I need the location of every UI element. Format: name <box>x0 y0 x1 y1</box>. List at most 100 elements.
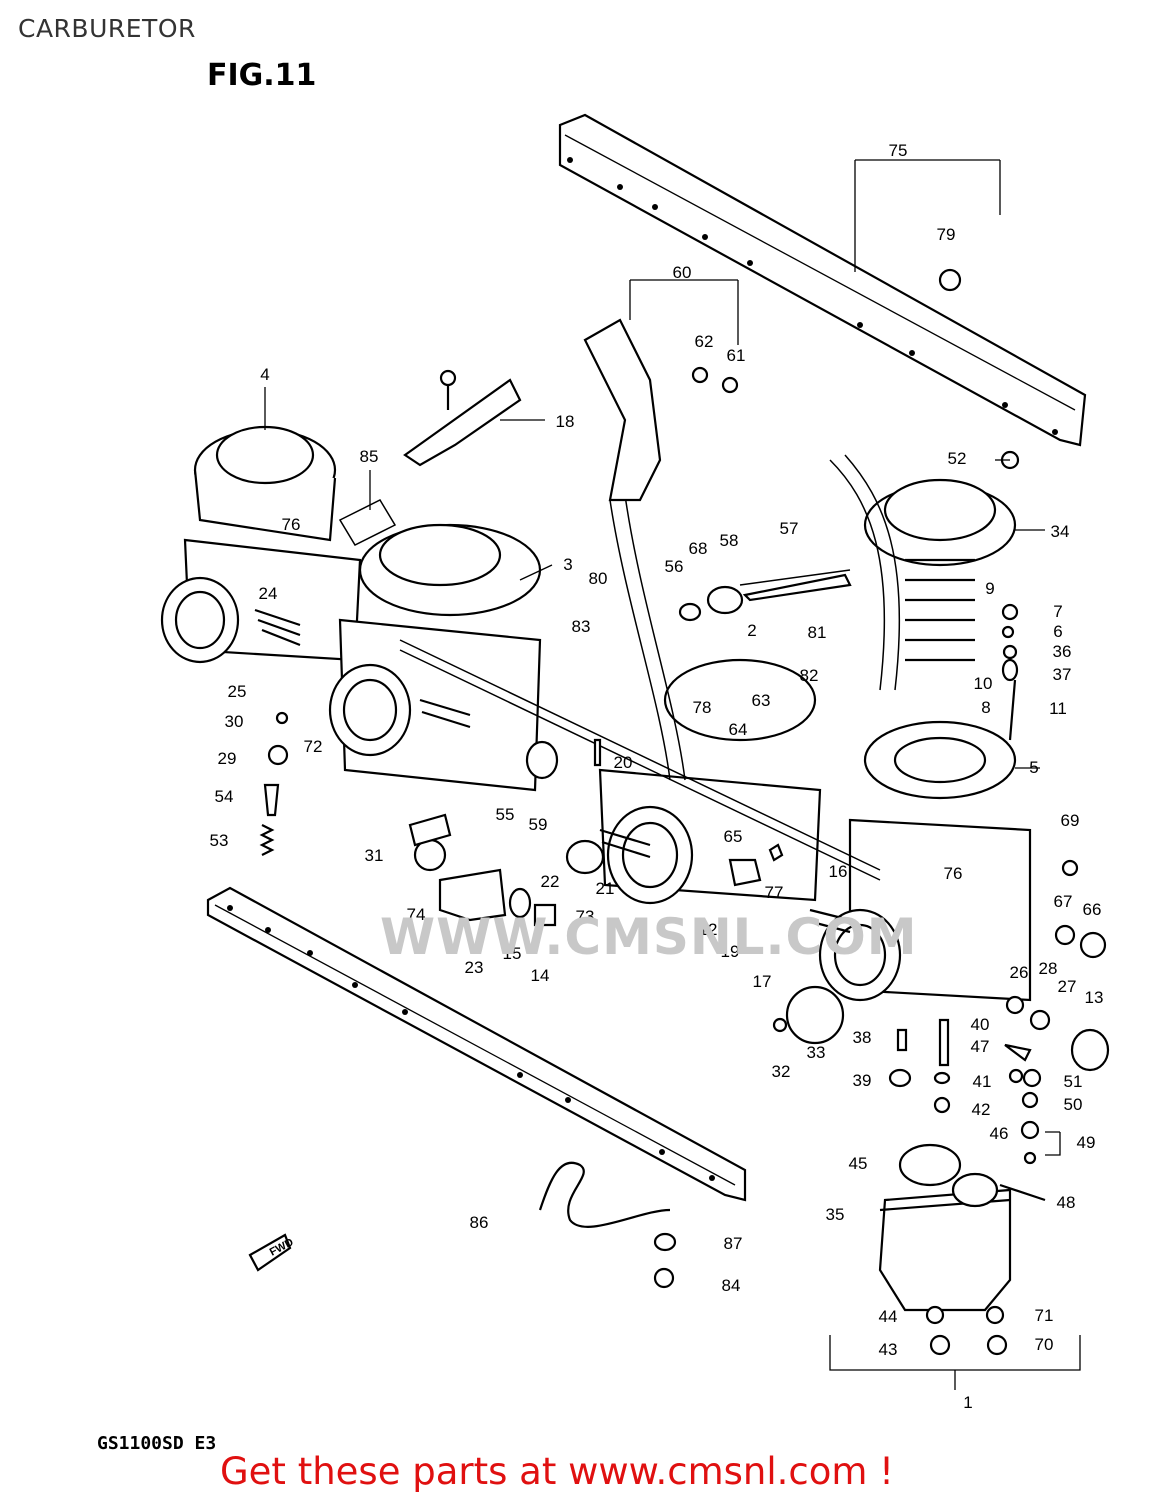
front-direction-label: FWD <box>268 1236 296 1258</box>
part-callout-55: 55 <box>496 805 515 824</box>
part-callout-2: 2 <box>747 621 756 640</box>
part-callout-52: 52 <box>948 449 967 468</box>
part-callout-63: 63 <box>752 691 771 710</box>
part-callout-59: 59 <box>529 815 548 834</box>
part-callout-76: 76 <box>282 515 301 534</box>
part-callout-25: 25 <box>228 682 247 701</box>
part-callout-40: 40 <box>971 1015 990 1034</box>
part-callout-61: 61 <box>727 346 746 365</box>
part-callout-22: 22 <box>541 872 560 891</box>
part-callout-15: 15 <box>503 944 522 963</box>
part-callout-34: 34 <box>1051 522 1070 541</box>
part-callout-69: 69 <box>1061 811 1080 830</box>
part-callout-27: 27 <box>1058 977 1077 996</box>
hoses <box>338 454 901 881</box>
part-callout-12: 12 <box>699 920 718 939</box>
part-callout-51: 51 <box>1064 1072 1083 1091</box>
part-callout-7: 7 <box>1053 602 1062 621</box>
part-callout-19: 19 <box>721 942 740 961</box>
figure-label: FIG.11 <box>207 58 317 93</box>
part-callout-81: 81 <box>808 623 827 642</box>
model-code: GS1100SD E3 <box>97 1433 217 1454</box>
part-callout-36: 36 <box>1053 642 1072 661</box>
part-callout-33: 33 <box>807 1043 826 1062</box>
part-callout-80: 80 <box>589 569 608 588</box>
part-callout-78: 78 <box>693 698 712 717</box>
part-callout-56: 56 <box>665 557 684 576</box>
part-callout-42: 42 <box>972 1100 991 1119</box>
callout-numbers: 1234567891011121314151617181920212223242… <box>210 141 1104 1412</box>
bottom-mounting-plate <box>206 886 747 1202</box>
part-callout-45: 45 <box>849 1154 868 1173</box>
screw-and-washer-parts <box>248 268 1110 1356</box>
part-callout-13: 13 <box>1085 988 1104 1007</box>
part-callout-35: 35 <box>826 1205 845 1224</box>
part-callout-46: 46 <box>990 1124 1009 1143</box>
float-chamber <box>878 1143 1012 1312</box>
part-callout-64: 64 <box>729 720 748 739</box>
part-callout-70: 70 <box>1035 1335 1054 1354</box>
part-callout-41: 41 <box>973 1072 992 1091</box>
part-callout-28: 28 <box>1039 959 1058 978</box>
part-callout-48: 48 <box>1057 1193 1076 1212</box>
part-callout-84: 84 <box>722 1276 741 1295</box>
top-mounting-plate <box>558 113 1087 447</box>
part-callout-10: 10 <box>974 674 993 693</box>
part-callout-4: 4 <box>260 365 269 384</box>
part-callout-5: 5 <box>1029 758 1038 777</box>
part-callout-1: 1 <box>963 1393 972 1412</box>
part-callout-53: 53 <box>210 831 229 850</box>
part-callout-75: 75 <box>889 141 908 160</box>
part-callout-23: 23 <box>465 958 484 977</box>
part-callout-72: 72 <box>304 737 323 756</box>
part-callout-71: 71 <box>1035 1306 1054 1325</box>
part-callout-79: 79 <box>937 225 956 244</box>
part-callout-65: 65 <box>724 827 743 846</box>
part-callout-60: 60 <box>673 263 692 282</box>
part-callout-44: 44 <box>879 1307 898 1326</box>
part-callout-39: 39 <box>853 1071 872 1090</box>
part-callout-83: 83 <box>572 617 591 636</box>
part-callout-11: 11 <box>1049 699 1067 718</box>
watermark-text: WWW.CMSNL.COM <box>380 908 918 966</box>
part-callout-14: 14 <box>531 966 550 985</box>
part-callout-47: 47 <box>971 1037 990 1056</box>
part-callout-16: 16 <box>829 862 848 881</box>
part-callout-43: 43 <box>879 1340 898 1359</box>
part-callout-30: 30 <box>225 712 244 731</box>
part-callout-86: 86 <box>470 1213 489 1232</box>
part-callout-74: 74 <box>407 905 426 924</box>
part-callout-20: 20 <box>614 753 633 772</box>
carburetor-body-1 <box>160 425 362 664</box>
carburetor-body-3 <box>598 658 822 905</box>
promo-link[interactable]: Get these parts at www.cmsnl.com ! <box>220 1450 895 1493</box>
part-callout-82: 82 <box>800 666 819 685</box>
part-callout-9: 9 <box>985 579 994 598</box>
part-callout-21: 21 <box>596 879 615 898</box>
part-callout-62: 62 <box>695 332 714 351</box>
carburetor-body-2 <box>328 523 542 792</box>
part-callout-6: 6 <box>1053 622 1062 641</box>
part-callout-37: 37 <box>1053 665 1072 684</box>
part-callout-54: 54 <box>215 787 234 806</box>
part-callout-67: 67 <box>1054 892 1073 911</box>
callout-leaders <box>264 159 1081 1390</box>
part-callout-87: 87 <box>724 1234 743 1253</box>
part-callout-49: 49 <box>1077 1133 1096 1152</box>
part-callout-85: 85 <box>360 447 379 466</box>
part-callout-50: 50 <box>1064 1095 1083 1114</box>
part-callout-29: 29 <box>218 749 237 768</box>
part-callout-66: 66 <box>1083 900 1102 919</box>
part-callout-24: 24 <box>259 584 278 603</box>
page-title: CARBURETOR <box>18 14 196 43</box>
part-callout-73: 73 <box>576 907 595 926</box>
part-callout-31: 31 <box>365 846 384 865</box>
part-callout-58: 58 <box>720 531 739 550</box>
carburetor-body-4 <box>809 478 1032 1002</box>
part-callout-38: 38 <box>853 1028 872 1047</box>
choke-bracket <box>403 318 662 502</box>
part-callout-26: 26 <box>1010 963 1029 982</box>
part-callout-77: 77 <box>765 883 784 902</box>
part-callout-17: 17 <box>753 972 772 991</box>
